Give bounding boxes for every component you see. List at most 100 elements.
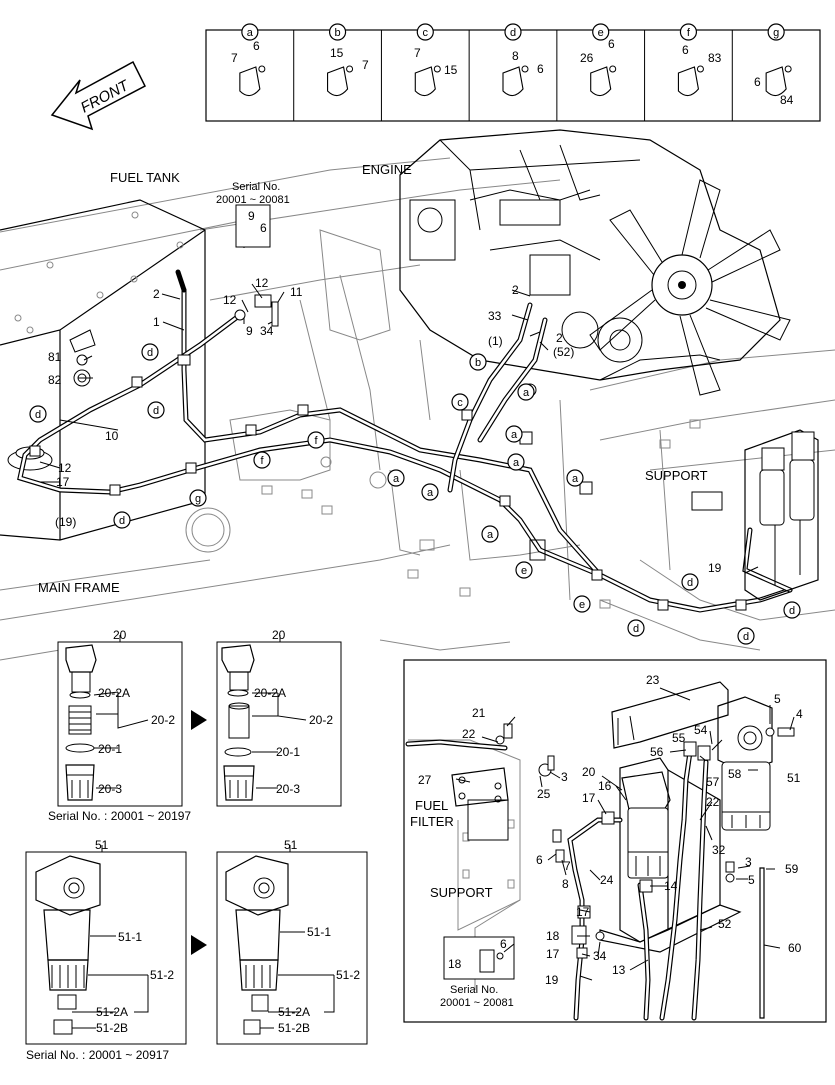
- callout-letter: a: [427, 487, 434, 499]
- fuel-tank: [0, 199, 206, 541]
- clip-callout-d: d: [627, 619, 645, 637]
- callout-circle: [627, 619, 645, 637]
- callout-letter: e: [598, 27, 604, 39]
- clip-glyph: [239, 66, 261, 97]
- callout-letter: e: [579, 599, 585, 611]
- detail-part-22: 22: [706, 795, 720, 809]
- serial-20: Serial No. : 20001 ~ 20197: [48, 809, 191, 823]
- clip-part-number: 15: [444, 63, 458, 77]
- bolt-glyph: [609, 65, 617, 73]
- filter51-2B-b: 51-2B: [278, 1021, 310, 1035]
- filter-51-panel-a: 51 51-1 51-2 51-2A 51-2B Serial No. : 20…: [25, 838, 187, 1062]
- filter20-3-a: 20-3: [98, 782, 122, 796]
- filter20-title-a: 20: [113, 628, 127, 642]
- callout-circle: [505, 425, 523, 443]
- front-arrow: FRONT: [50, 60, 146, 131]
- callout-letter: d: [35, 409, 41, 421]
- callout-circle: [307, 431, 325, 449]
- area-label-engine: ENGINE: [362, 162, 412, 177]
- leader-lines: [39, 230, 759, 574]
- clip-callout-c: c: [451, 393, 469, 411]
- detail-part-3: 3: [745, 855, 752, 869]
- detail-part-58: 58: [728, 767, 742, 781]
- part-19: 19: [708, 561, 722, 575]
- detail-part-60: 60: [788, 941, 802, 955]
- detail-part-23: 23: [646, 673, 660, 687]
- clip-callout-a: a: [566, 469, 584, 487]
- callout-circle: [504, 23, 522, 41]
- callout-circle: [737, 627, 755, 645]
- clip-callout-a: a: [505, 425, 523, 443]
- serial-inset-line2: 20001 ~ 20081: [440, 997, 514, 1009]
- callout-letter: d: [743, 631, 749, 643]
- filter51-title-a: 51: [95, 838, 109, 852]
- filter51-2B-a: 51-2B: [96, 1021, 128, 1035]
- clip-callout-d: d: [141, 343, 159, 361]
- detail-part-21: 21: [472, 706, 486, 720]
- callout-circle: [507, 453, 525, 471]
- next-arrow-icon: [191, 710, 207, 730]
- part-17: 17: [56, 475, 70, 489]
- callout-circle: [517, 383, 535, 401]
- filter51-1-b: 51-1: [307, 925, 331, 939]
- detail-part-8: 8: [562, 877, 569, 891]
- filter20-2A-a: 20-2A: [98, 686, 130, 700]
- part-19: (19): [55, 515, 76, 529]
- callout-circle: [783, 601, 801, 619]
- clip-column-a: a76: [231, 23, 266, 97]
- filter-20-panel-b: 20 20-2A 20-2 20-1 20-3: [216, 628, 342, 807]
- filter20-2A-b: 20-2A: [254, 686, 286, 700]
- engine-fan: [589, 179, 791, 396]
- detail-part-24: 24: [600, 873, 614, 887]
- clip-callout-g: g: [189, 489, 207, 507]
- part-1: 1: [153, 315, 160, 329]
- part-34: 34: [260, 324, 274, 338]
- detail-part-22: 22: [462, 727, 476, 741]
- bolt-glyph: [346, 65, 354, 73]
- clip-letter-a: a: [241, 23, 259, 41]
- filter51-title-b: 51: [284, 838, 298, 852]
- clip-letter-c: c: [416, 23, 434, 41]
- clip-part-number: 6: [537, 62, 544, 76]
- clip-callout-e: e: [573, 595, 591, 613]
- callout-letter: d: [633, 623, 639, 635]
- clip-part-number: 7: [362, 58, 369, 72]
- callout-circle: [573, 595, 591, 613]
- part-82: 82: [48, 373, 62, 387]
- detail-part-16: 16: [598, 779, 612, 793]
- serial-inset-line1: Serial No.: [450, 984, 498, 996]
- part-9: 9: [246, 324, 253, 338]
- part-9: 9: [248, 209, 255, 223]
- callout-circle: [515, 561, 533, 579]
- callout-letter: a: [487, 529, 494, 541]
- part-12: 12: [58, 461, 72, 475]
- part-11: 11: [290, 285, 303, 299]
- callout-letter: d: [789, 605, 795, 617]
- callout-letter: b: [475, 357, 481, 369]
- clip-letter-f: f: [679, 23, 698, 41]
- next-arrow-icon: [191, 935, 207, 955]
- filter51-2-b: 51-2: [336, 968, 360, 982]
- filter-20-panel-a: 20 20-2A 20-2 20-1 20-3 Serial No. : 200…: [48, 628, 191, 823]
- main-labels: FUEL TANK ENGINE SUPPORT MAIN FRAME Seri…: [38, 162, 722, 595]
- detail-part-6: 6: [536, 853, 543, 867]
- detail-part-52: 52: [718, 917, 732, 931]
- area-label-filter: FILTER: [410, 814, 454, 829]
- clip-callout-f: f: [307, 431, 325, 449]
- callout-circle: [767, 23, 785, 41]
- callout-letter: d: [119, 515, 125, 527]
- clip-callout-a: a: [507, 453, 525, 471]
- detail-part-3: 3: [561, 770, 568, 784]
- callout-letter: a: [513, 457, 520, 469]
- callout-circle: [592, 23, 610, 41]
- clip-letter-b: b: [328, 23, 347, 41]
- filter51-2A-b: 51-2A: [278, 1005, 310, 1019]
- clip-glyph: [765, 66, 787, 97]
- part-33: 33: [488, 309, 502, 323]
- callout-letter: g: [195, 493, 201, 505]
- clip-part-number: 8: [512, 49, 519, 63]
